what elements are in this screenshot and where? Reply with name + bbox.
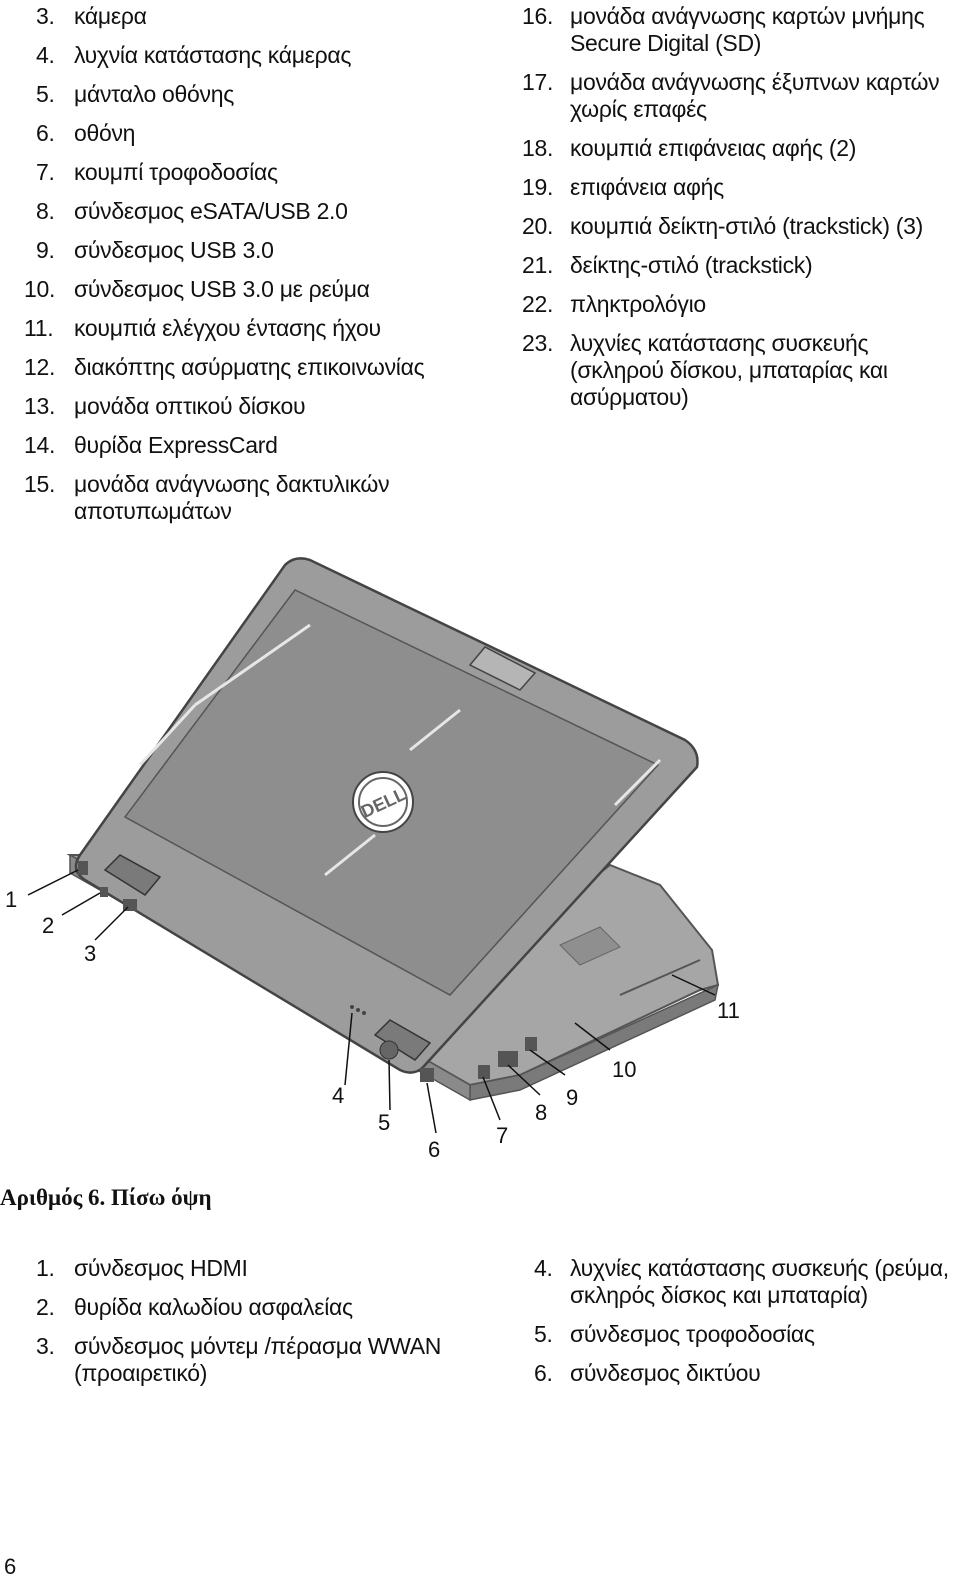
list-item: 13.μονάδα οπτικού δίσκου [24,393,306,419]
lid-highlight [138,703,197,767]
list-item: 8.σύνδεσμος eSATA/USB 2.0 [36,198,348,224]
list-item: 11.κουμπιά ελέγχου έντασης ήχου [24,315,381,341]
component-list-top-left: 3.κάμερα 4.λυχνία κατάστασης κάμερας 5.μ… [0,3,490,537]
lid-highlight [194,623,311,707]
list-item: 20.κουμπιά δείκτη-στιλό (trackstick) (3) [522,213,923,239]
lid-latch [468,646,537,691]
lid-highlight [613,758,662,807]
list-item: 6.οθόνη [36,120,136,146]
list-item: 18.κουμπιά επιφάνειας αφής (2) [522,135,857,161]
callout-10: 10 [612,1057,636,1082]
callout-6: 6 [428,1137,440,1162]
list-item: 23.λυχνίες κατάστασης συσκευής (σκληρού … [522,330,888,410]
callout-lines [27,869,716,1134]
list-item: 14.θυρίδα ExpressCard [24,432,278,458]
list-item: 22.πληκτρολόγιο [522,291,706,317]
laptop-illustration: DELL 1 2 [5,557,740,1162]
callout-3: 3 [84,941,96,966]
list-item: 6.σύνδεσμος δικτύου [534,1360,761,1386]
component-list-bottom-right: 4.λυχνίες κατάστασης συσκευής (ρεύμα, σκ… [500,1255,955,1399]
list-item: 1.σύνδεσμος HDMI [36,1255,248,1281]
list-item: 2.θυρίδα καλωδίου ασφαλείας [36,1294,353,1320]
callout-2: 2 [42,913,54,938]
list-item: 16.μονάδα ανάγνωσης καρτών μνήμης Secure… [522,3,925,56]
status-lights [350,1005,366,1015]
power-connector [379,1040,399,1060]
vga-port [498,1051,518,1067]
callout-5: 5 [378,1110,390,1135]
network-port [420,1068,434,1082]
hdmi-port [78,861,88,875]
esata-port [525,1037,537,1051]
laptop-rear-view-figure: DELL 1 2 [0,555,960,1175]
list-item: 10.σύνδεσμος USB 3.0 με ρεύμα [24,276,370,302]
callout-9: 9 [566,1085,578,1110]
callout-4: 4 [332,1083,344,1108]
list-item: 5.μάνταλο οθόνης [36,81,234,107]
touchpad [559,926,621,966]
dell-logo: DELL [352,771,414,833]
hinge-right [373,1019,432,1061]
callout-8: 8 [535,1100,547,1125]
list-item: 3.κάμερα [36,3,147,29]
optical-drive-slot [619,959,701,996]
list-item: 17.μονάδα ανάγνωσης έξυπνων καρτών χωρίς… [522,69,940,122]
lid-highlight [324,833,376,877]
security-slot [100,887,108,897]
callout-11: 11 [717,998,740,1023]
list-item: 4.λυχνίες κατάστασης συσκευής (ρεύμα, σκ… [534,1255,949,1308]
callout-1: 1 [5,887,17,912]
component-list-bottom-left: 1.σύνδεσμος HDMI 2.θυρίδα καλωδίου ασφαλ… [0,1255,480,1399]
list-item: 15.μονάδα ανάγνωσης δακτυλικών αποτυπωμά… [24,471,390,524]
component-list-top-right: 16.μονάδα ανάγνωσης καρτών μνήμης Secure… [500,3,955,423]
list-item: 4.λυχνία κατάστασης κάμερας [36,42,352,68]
callout-7: 7 [496,1123,508,1148]
page-number: 6 [4,1554,17,1579]
list-item: 3.σύνδεσμος μόντεμ /πέρασμα WWAN (προαιρ… [36,1333,442,1386]
list-item: 21.δείκτης-στιλό (trackstick) [522,252,813,278]
figure-caption: Αριθμός 6. Πίσω όψη [0,1185,212,1210]
usb-port [478,1065,490,1079]
list-item: 19.επιφάνεια αφής [522,174,724,200]
list-item: 7.κουμπί τροφοδοσίας [36,159,278,185]
hinge-left [103,854,162,896]
lid-highlight [409,708,461,752]
list-item: 12.διακόπτης ασύρματης επικοινωνίας [24,354,425,380]
list-item: 5.σύνδεσμος τροφοδοσίας [534,1321,815,1347]
list-item: 9.σύνδεσμος USB 3.0 [36,237,274,263]
